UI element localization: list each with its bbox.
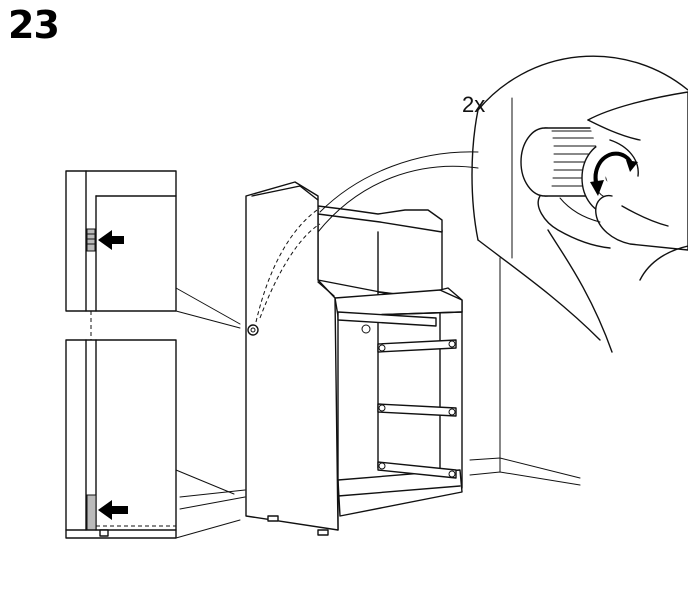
drawer-rail bbox=[377, 339, 457, 353]
drawer-rail bbox=[377, 461, 457, 479]
arrow-left-icon bbox=[98, 500, 128, 520]
room-lines bbox=[179, 257, 581, 510]
arrow-left-icon bbox=[98, 230, 124, 250]
rotate-clockwise-icon bbox=[590, 151, 638, 196]
cabinet bbox=[245, 181, 463, 536]
detail-panel-bottom bbox=[65, 339, 241, 539]
step-number: 23 bbox=[8, 3, 60, 47]
hand bbox=[537, 91, 688, 353]
zoom-indicator bbox=[255, 151, 479, 323]
quantity-label: 2x bbox=[462, 92, 486, 117]
detail-panel-top bbox=[65, 170, 241, 329]
adjustable-foot-knob bbox=[247, 324, 259, 336]
drawer-rail bbox=[377, 403, 457, 417]
zoom-callout bbox=[471, 55, 688, 353]
